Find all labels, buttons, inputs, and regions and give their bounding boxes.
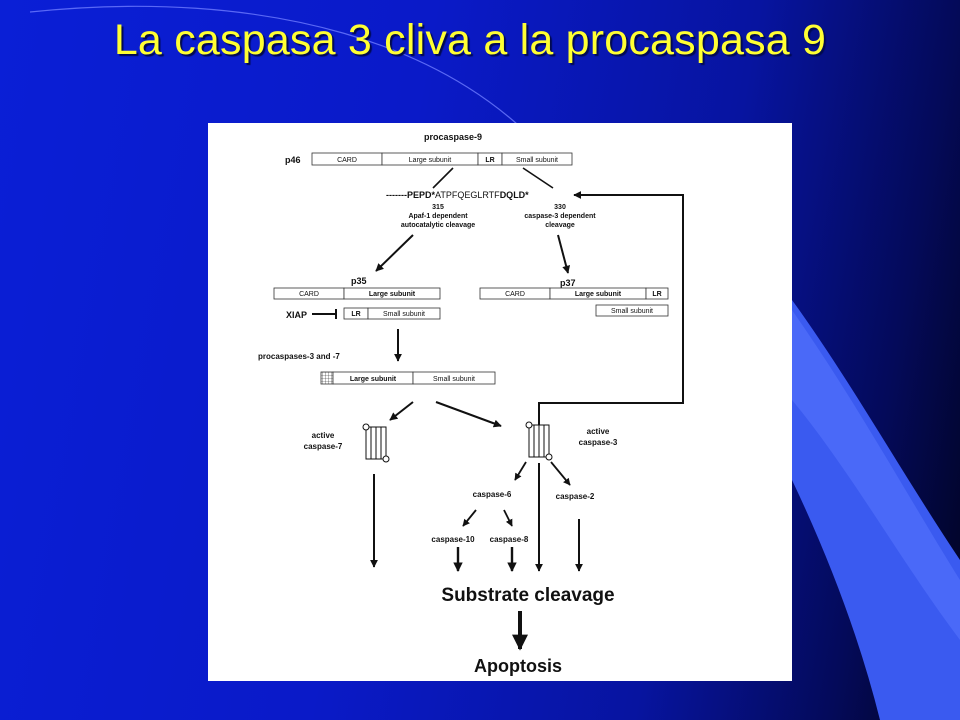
seq-pepd: PEPD* — [407, 190, 436, 200]
active7-line2: caspase-7 — [304, 442, 343, 451]
p46-small: Small subunit — [516, 157, 558, 164]
arrow-to-caspase2 — [550, 461, 571, 486]
p35-lr: LR — [351, 311, 360, 318]
caspase6-label: caspase-6 — [473, 490, 512, 499]
seq-dqld: DQLD* — [500, 190, 529, 200]
procaspase9-title: procaspase-9 — [424, 132, 482, 142]
lower-right-wedge-light — [792, 310, 960, 640]
title-arc — [29, 5, 561, 171]
p37-small: Small subunit — [611, 308, 653, 315]
p35-label: p35 — [351, 276, 367, 286]
seq-mid: ATPFQEGLRTF — [435, 190, 500, 200]
p37-large: Large subunit — [575, 291, 622, 298]
site-315-number: 315 — [432, 204, 444, 211]
caspase2-label: caspase-2 — [556, 492, 595, 501]
p46-lr: LR — [485, 157, 494, 164]
p46-card: CARD — [337, 157, 357, 164]
procaspase9-bar — [311, 152, 573, 166]
active7-icon — [362, 423, 390, 463]
active3-line1: active — [587, 427, 610, 436]
arrow-to-active3 — [435, 401, 502, 428]
active7-line1: active — [312, 431, 335, 440]
feedback-arrow — [538, 191, 684, 425]
substrate-cleavage-label: Substrate cleavage — [441, 585, 614, 606]
procaspases37-bar — [320, 371, 496, 385]
cleavage-sequence: -------PEPD*ATPFQEGLRTFDQLD* — [386, 190, 529, 200]
arrow-to-p37 — [557, 234, 571, 274]
caspase-cleavage-diagram: procaspase-9 p46 CARD Large subunit LR S… — [258, 132, 684, 676]
xiap-label: XIAP — [286, 310, 307, 320]
procaspases-small: Small subunit — [433, 376, 475, 383]
p37-bar — [479, 287, 669, 317]
caspase8-label: caspase-8 — [490, 535, 529, 544]
arrow-to-caspase6 — [514, 461, 527, 481]
arrow-to-caspase10 — [462, 509, 477, 527]
connector-p46-right — [522, 167, 554, 189]
p46-large: Large subunit — [409, 157, 451, 164]
arrow-to-p35 — [375, 234, 414, 272]
p35-small: Small subunit — [383, 311, 425, 318]
p35-large: Large subunit — [369, 291, 416, 298]
connector-p46-left — [432, 167, 454, 189]
p37-card: CARD — [505, 291, 525, 298]
site-315-line2: autocatalytic cleavage — [401, 222, 475, 229]
site-315-line1: Apaf-1 dependent — [408, 213, 468, 220]
arrow-to-active7 — [389, 401, 414, 421]
p35-card: CARD — [299, 291, 319, 298]
seq-dashes: ------- — [386, 190, 407, 200]
active3-icon — [525, 421, 553, 461]
procaspases37-label: procaspases-3 and -7 — [258, 352, 340, 361]
p35-bar — [273, 287, 441, 320]
site-330-number: 330 — [554, 204, 566, 211]
p46-label: p46 — [285, 155, 301, 165]
caspase10-label: caspase-10 — [431, 535, 475, 544]
p37-label: p37 — [560, 278, 576, 288]
p37-lr: LR — [652, 291, 661, 298]
slide-title: La caspasa 3 cliva a la procaspasa 9 — [113, 16, 827, 64]
apoptosis-label: Apoptosis — [474, 656, 562, 676]
procaspases-large: Large subunit — [350, 376, 397, 383]
active3-line2: caspase-3 — [579, 438, 618, 447]
site-330-line1: caspase-3 dependent — [524, 213, 596, 220]
arrow-to-caspase8 — [503, 509, 513, 527]
diagram-panel: procaspase-9 p46 CARD Large subunit LR S… — [208, 123, 792, 681]
site-330-line2: cleavage — [545, 222, 575, 229]
